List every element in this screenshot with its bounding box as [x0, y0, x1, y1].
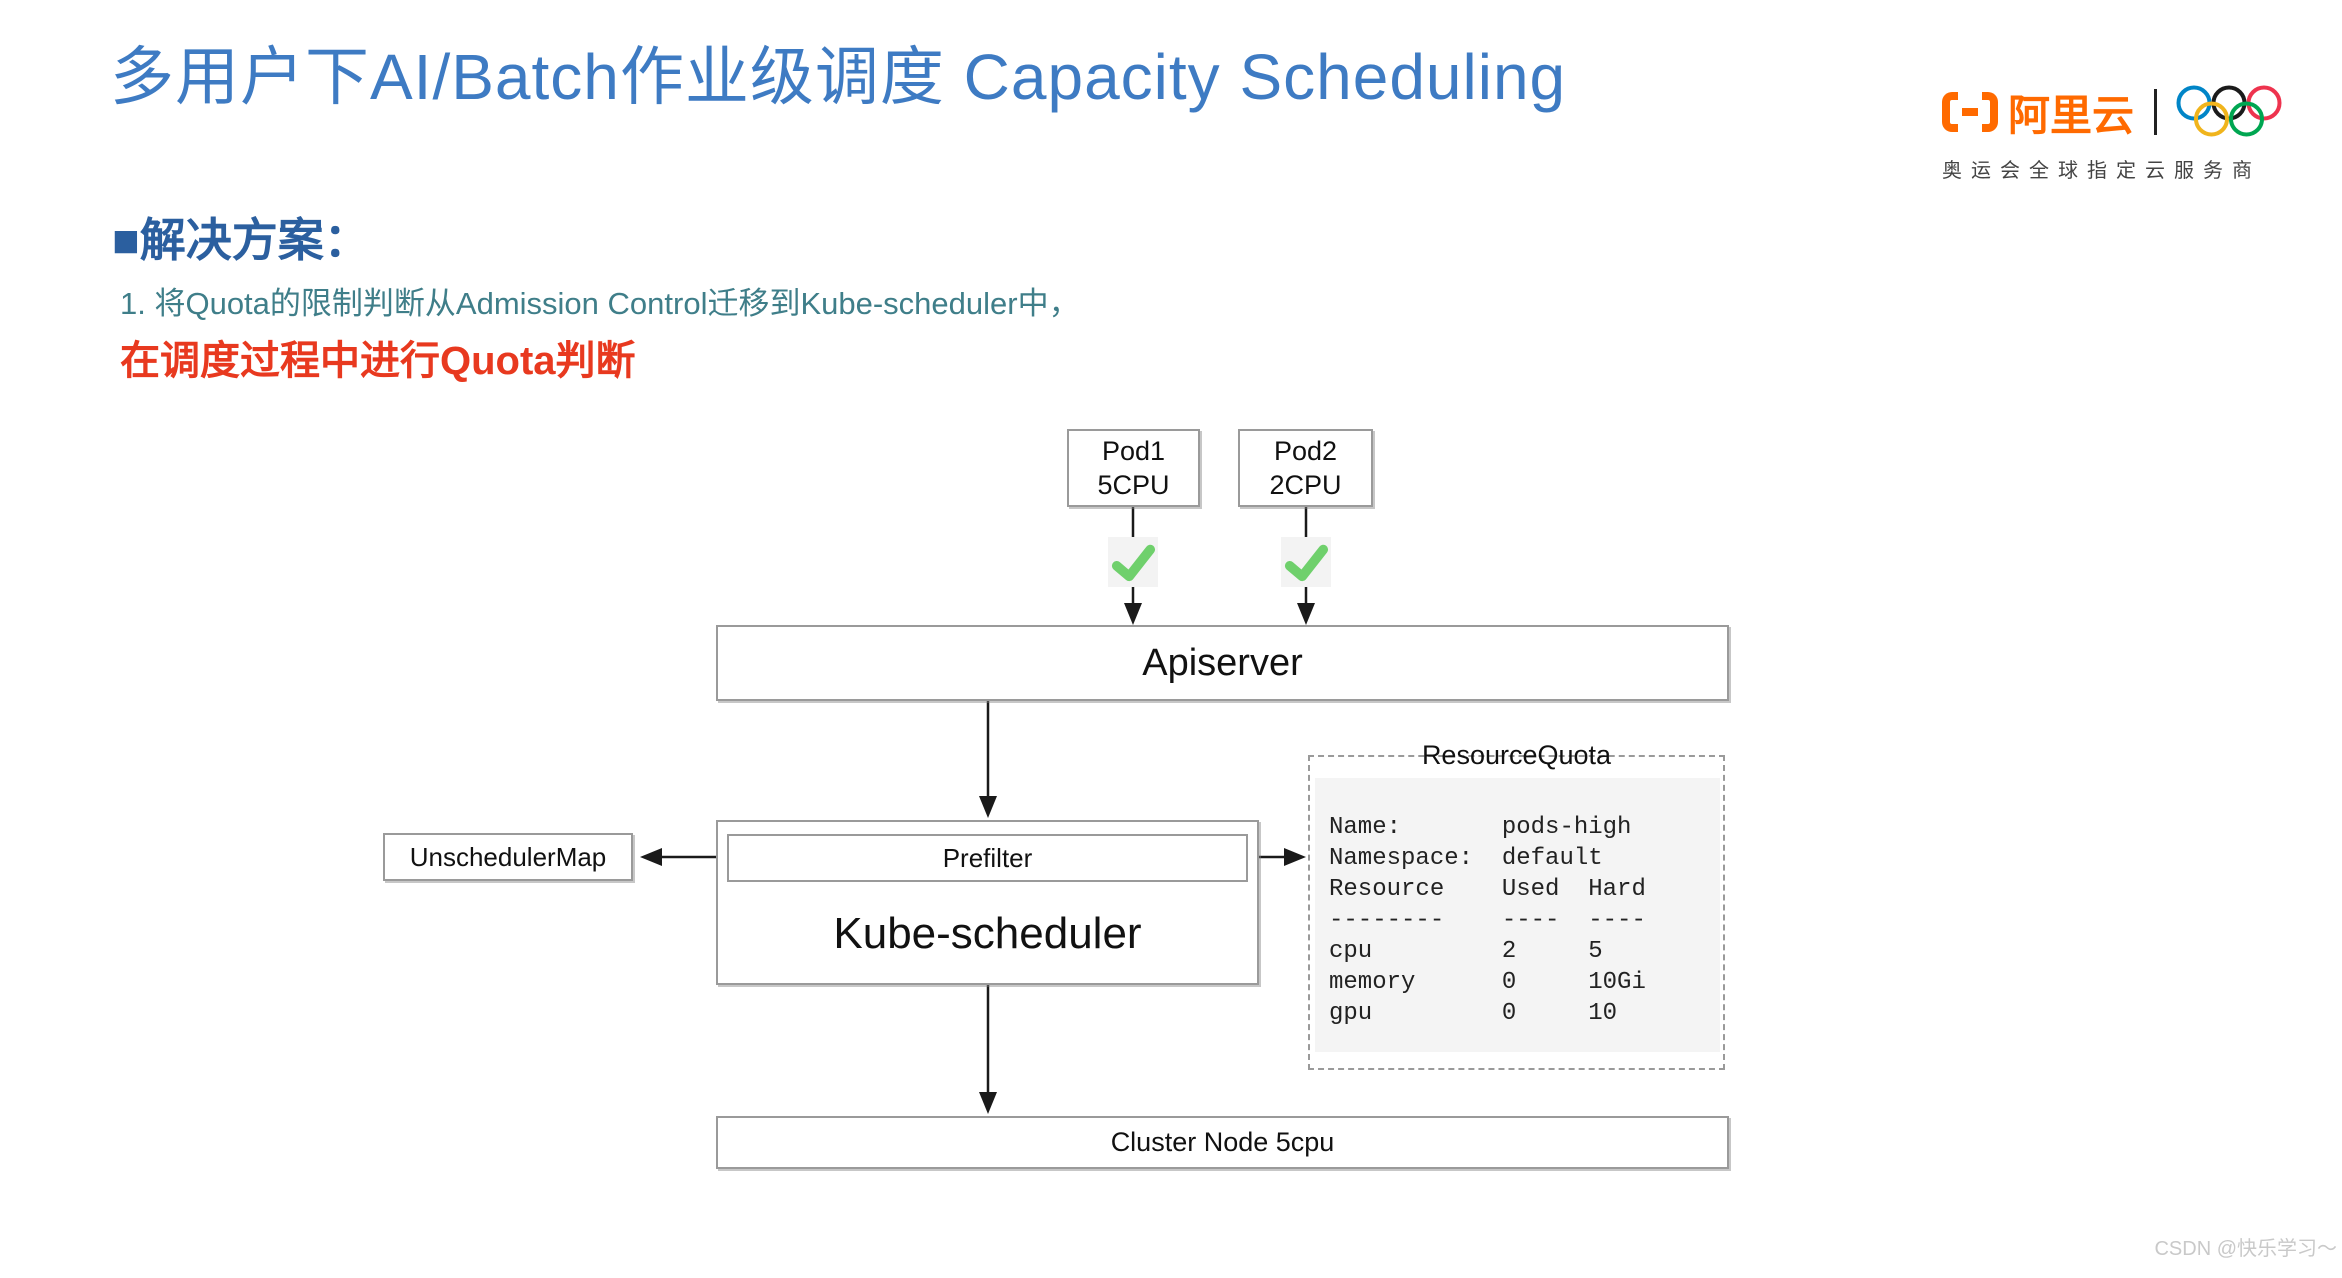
quota-cell: memory [1329, 969, 1416, 996]
olympic-rings-icon [2176, 85, 2282, 137]
cluster-node-box: Cluster Node 5cpu [716, 1116, 1729, 1169]
apiserver-box: Apiserver [716, 625, 1729, 701]
quota-separator: -------- [1329, 907, 1445, 934]
quota-cell: gpu [1329, 1000, 1373, 1027]
quota-label: Name: [1329, 814, 1402, 841]
logo-row: 阿里云 [1942, 84, 2332, 140]
resource-quota-box: ResourceQuota Name: pods-high Namespace:… [1308, 740, 1725, 1070]
check-icon [1281, 537, 1331, 587]
quota-cell: 0 [1501, 1000, 1517, 1027]
quota-col-header: Used [1501, 876, 1560, 903]
resource-quota-panel: Name: pods-high Namespace: default Resou… [1315, 778, 1720, 1052]
quota-cell: 10Gi [1588, 969, 1646, 996]
quota-value: default [1501, 845, 1603, 872]
solution-point-highlight: 在调度过程中进行Quota判断 [120, 339, 636, 383]
pod1-name: Pod1 [1101, 436, 1166, 466]
quota-cell: 0 [1501, 969, 1517, 996]
pod1-cpu: 5CPU [1097, 470, 1170, 500]
pod1-box: Pod1 5CPU [1067, 429, 1200, 507]
quota-cell: cpu [1329, 938, 1373, 965]
quota-cell: 5 [1588, 938, 1603, 965]
kube-scheduler-box: Prefilter Kube-scheduler [716, 820, 1259, 985]
alibaba-cloud-logo: 阿里云 奥运会全球指定云服务商 [1942, 84, 2332, 183]
bracket-dash [1962, 108, 1978, 116]
logo-divider [2154, 89, 2158, 135]
bracket-left [1942, 92, 1958, 132]
check-icon [1108, 537, 1158, 587]
page-title: 多用户下AI/Batch作业级调度 Capacity Scheduling [110, 41, 1567, 113]
quota-cell: 10 [1588, 1000, 1618, 1027]
prefilter-box: Prefilter [727, 834, 1248, 882]
pod2-cpu: 2CPU [1269, 470, 1342, 500]
pod2-name: Pod2 [1273, 436, 1338, 466]
quota-cell: 2 [1501, 938, 1517, 965]
quota-col-header: Hard [1588, 876, 1646, 903]
quota-value: pods-high [1501, 814, 1632, 841]
solution-heading: ■解决方案： [112, 214, 370, 266]
resource-quota-table: Name: pods-high Namespace: default Resou… [1329, 812, 1720, 1029]
quota-separator: ---- [1588, 907, 1646, 934]
pod2-box: Pod2 2CPU [1238, 429, 1373, 507]
unscheduler-map-box: UnschedulerMap [383, 833, 633, 881]
watermark: CSDN @快乐学习～ [2154, 1238, 2337, 1260]
brand-name: 阿里云 [2008, 91, 2135, 139]
resource-quota-title: ResourceQuota [1421, 740, 1612, 770]
quota-col-header: Resource [1329, 876, 1445, 903]
logo-subtitle: 奥运会全球指定云服务商 [1942, 160, 2261, 182]
bracket-right [1982, 92, 1998, 132]
quota-separator: ---- [1501, 907, 1560, 934]
kube-scheduler-label: Kube-scheduler [833, 908, 1142, 958]
quota-label: Namespace: [1329, 845, 1474, 872]
alibaba-bracket-icon [1942, 92, 1998, 132]
solution-point-1: 1. 将Quota的限制判断从Admission Control迁移到Kube-… [120, 286, 1080, 321]
